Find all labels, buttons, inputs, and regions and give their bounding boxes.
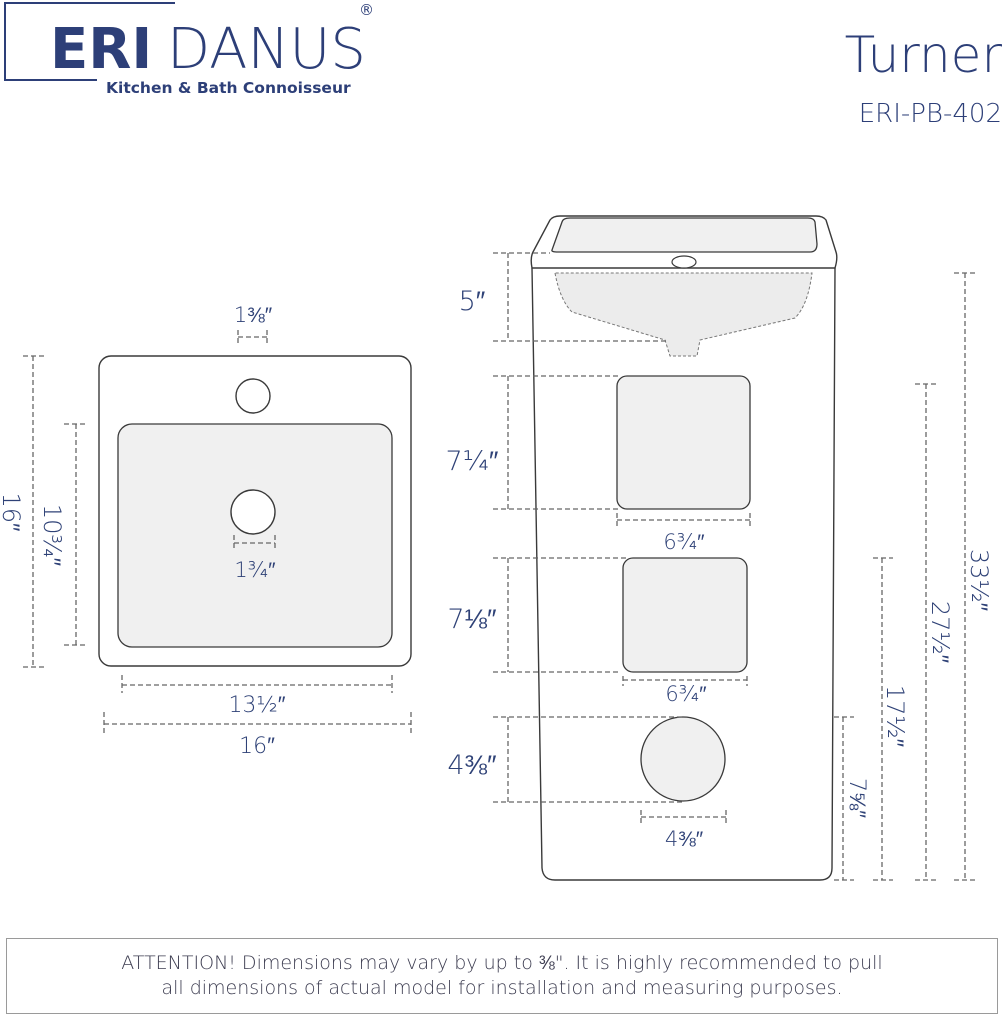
basin-depth-dim-line	[64, 423, 88, 646]
logo-frame	[4, 2, 175, 81]
upper-opening	[616, 375, 751, 510]
top-view: 1⅜″ 1¾″ 16″ 10¾″ 13½″ 16″	[0, 303, 412, 759]
middle-top-dim-label: 17½″	[881, 685, 909, 748]
notice-line-2: all dimensions of actual model for insta…	[161, 977, 843, 999]
middle-opening-width-dim-line	[622, 676, 748, 686]
width-dim-label: 16″	[239, 734, 275, 759]
upper-opening-width-dim-line	[616, 513, 751, 528]
drain-dim-label: 1¾″	[234, 558, 276, 582]
attention-notice: ATTENTION! Dimensions may vary by up to …	[6, 938, 998, 1014]
round-opening-height-dim-line	[493, 716, 683, 803]
round-opening-width-dim-label: 4⅜″	[665, 827, 704, 851]
middle-opening-width-dim-label: 6¾″	[665, 682, 707, 706]
faucet-dim-line	[237, 330, 268, 345]
basin-width-dim-line	[121, 675, 393, 693]
logo-bold-text: ERI	[50, 17, 152, 82]
round-center-dim-label: 7⅝″	[844, 778, 869, 818]
drain-dim-line	[233, 535, 276, 550]
upper-opening-height-dim-label: 7¼″	[446, 446, 499, 477]
bowl-depth-dim-label: 5″	[459, 286, 486, 317]
product-name: Turner	[845, 26, 1003, 84]
basin-depth-dim-label: 10¾″	[38, 504, 66, 567]
overall-height-dim-label: 33½″	[965, 549, 993, 612]
top-basin	[551, 217, 818, 253]
upper-top-dim-line	[915, 383, 937, 881]
pedestal-body	[531, 267, 836, 881]
basin-width-dim-label: 13½″	[228, 693, 285, 718]
round-opening-width-dim-line	[640, 810, 727, 824]
round-opening	[640, 716, 726, 802]
upper-top-dim-label: 27½″	[926, 601, 954, 664]
faucet-dim-label: 1⅜″	[234, 303, 273, 327]
brand-tagline: Kitchen & Bath Connoisseur	[106, 79, 351, 97]
hidden-bowl	[554, 272, 813, 357]
brand-logo: ERI DANUS ® Kitchen & Bath Connoisseur	[4, 1, 374, 97]
width-dim-line	[103, 712, 412, 736]
registered-mark: ®	[359, 1, 374, 19]
faucet-hole-front	[671, 255, 697, 269]
depth-dim-label: 16″	[0, 492, 25, 532]
front-view: 5″ 7¼″ 6¾″ 7⅛″ 6¾″ 4⅜″ 4⅜″ 7⅝″ 17½″ 27½″…	[446, 215, 993, 881]
round-center-dim-line	[834, 716, 854, 881]
round-opening-height-dim-label: 4⅜″	[447, 750, 497, 781]
product-model: ERI-PB-402	[859, 99, 1002, 129]
overall-height-dim-line	[954, 272, 976, 881]
bowl-depth-dim-line	[493, 252, 668, 342]
drain-hole	[230, 489, 276, 535]
logo-light-text: DANUS	[167, 17, 366, 82]
middle-opening-height-dim-line	[493, 557, 626, 673]
middle-opening-height-dim-label: 7⅛″	[447, 604, 497, 635]
depth-dim-line	[23, 355, 45, 668]
faucet-hole	[235, 378, 271, 414]
middle-opening	[622, 557, 748, 673]
middle-top-dim-line	[873, 557, 893, 881]
upper-opening-width-dim-label: 6¾″	[663, 530, 705, 554]
notice-line-1: ATTENTION! Dimensions may vary by up to …	[121, 952, 883, 974]
upper-opening-height-dim-line	[493, 375, 620, 510]
basin	[117, 423, 393, 648]
sink-outline	[98, 355, 412, 667]
